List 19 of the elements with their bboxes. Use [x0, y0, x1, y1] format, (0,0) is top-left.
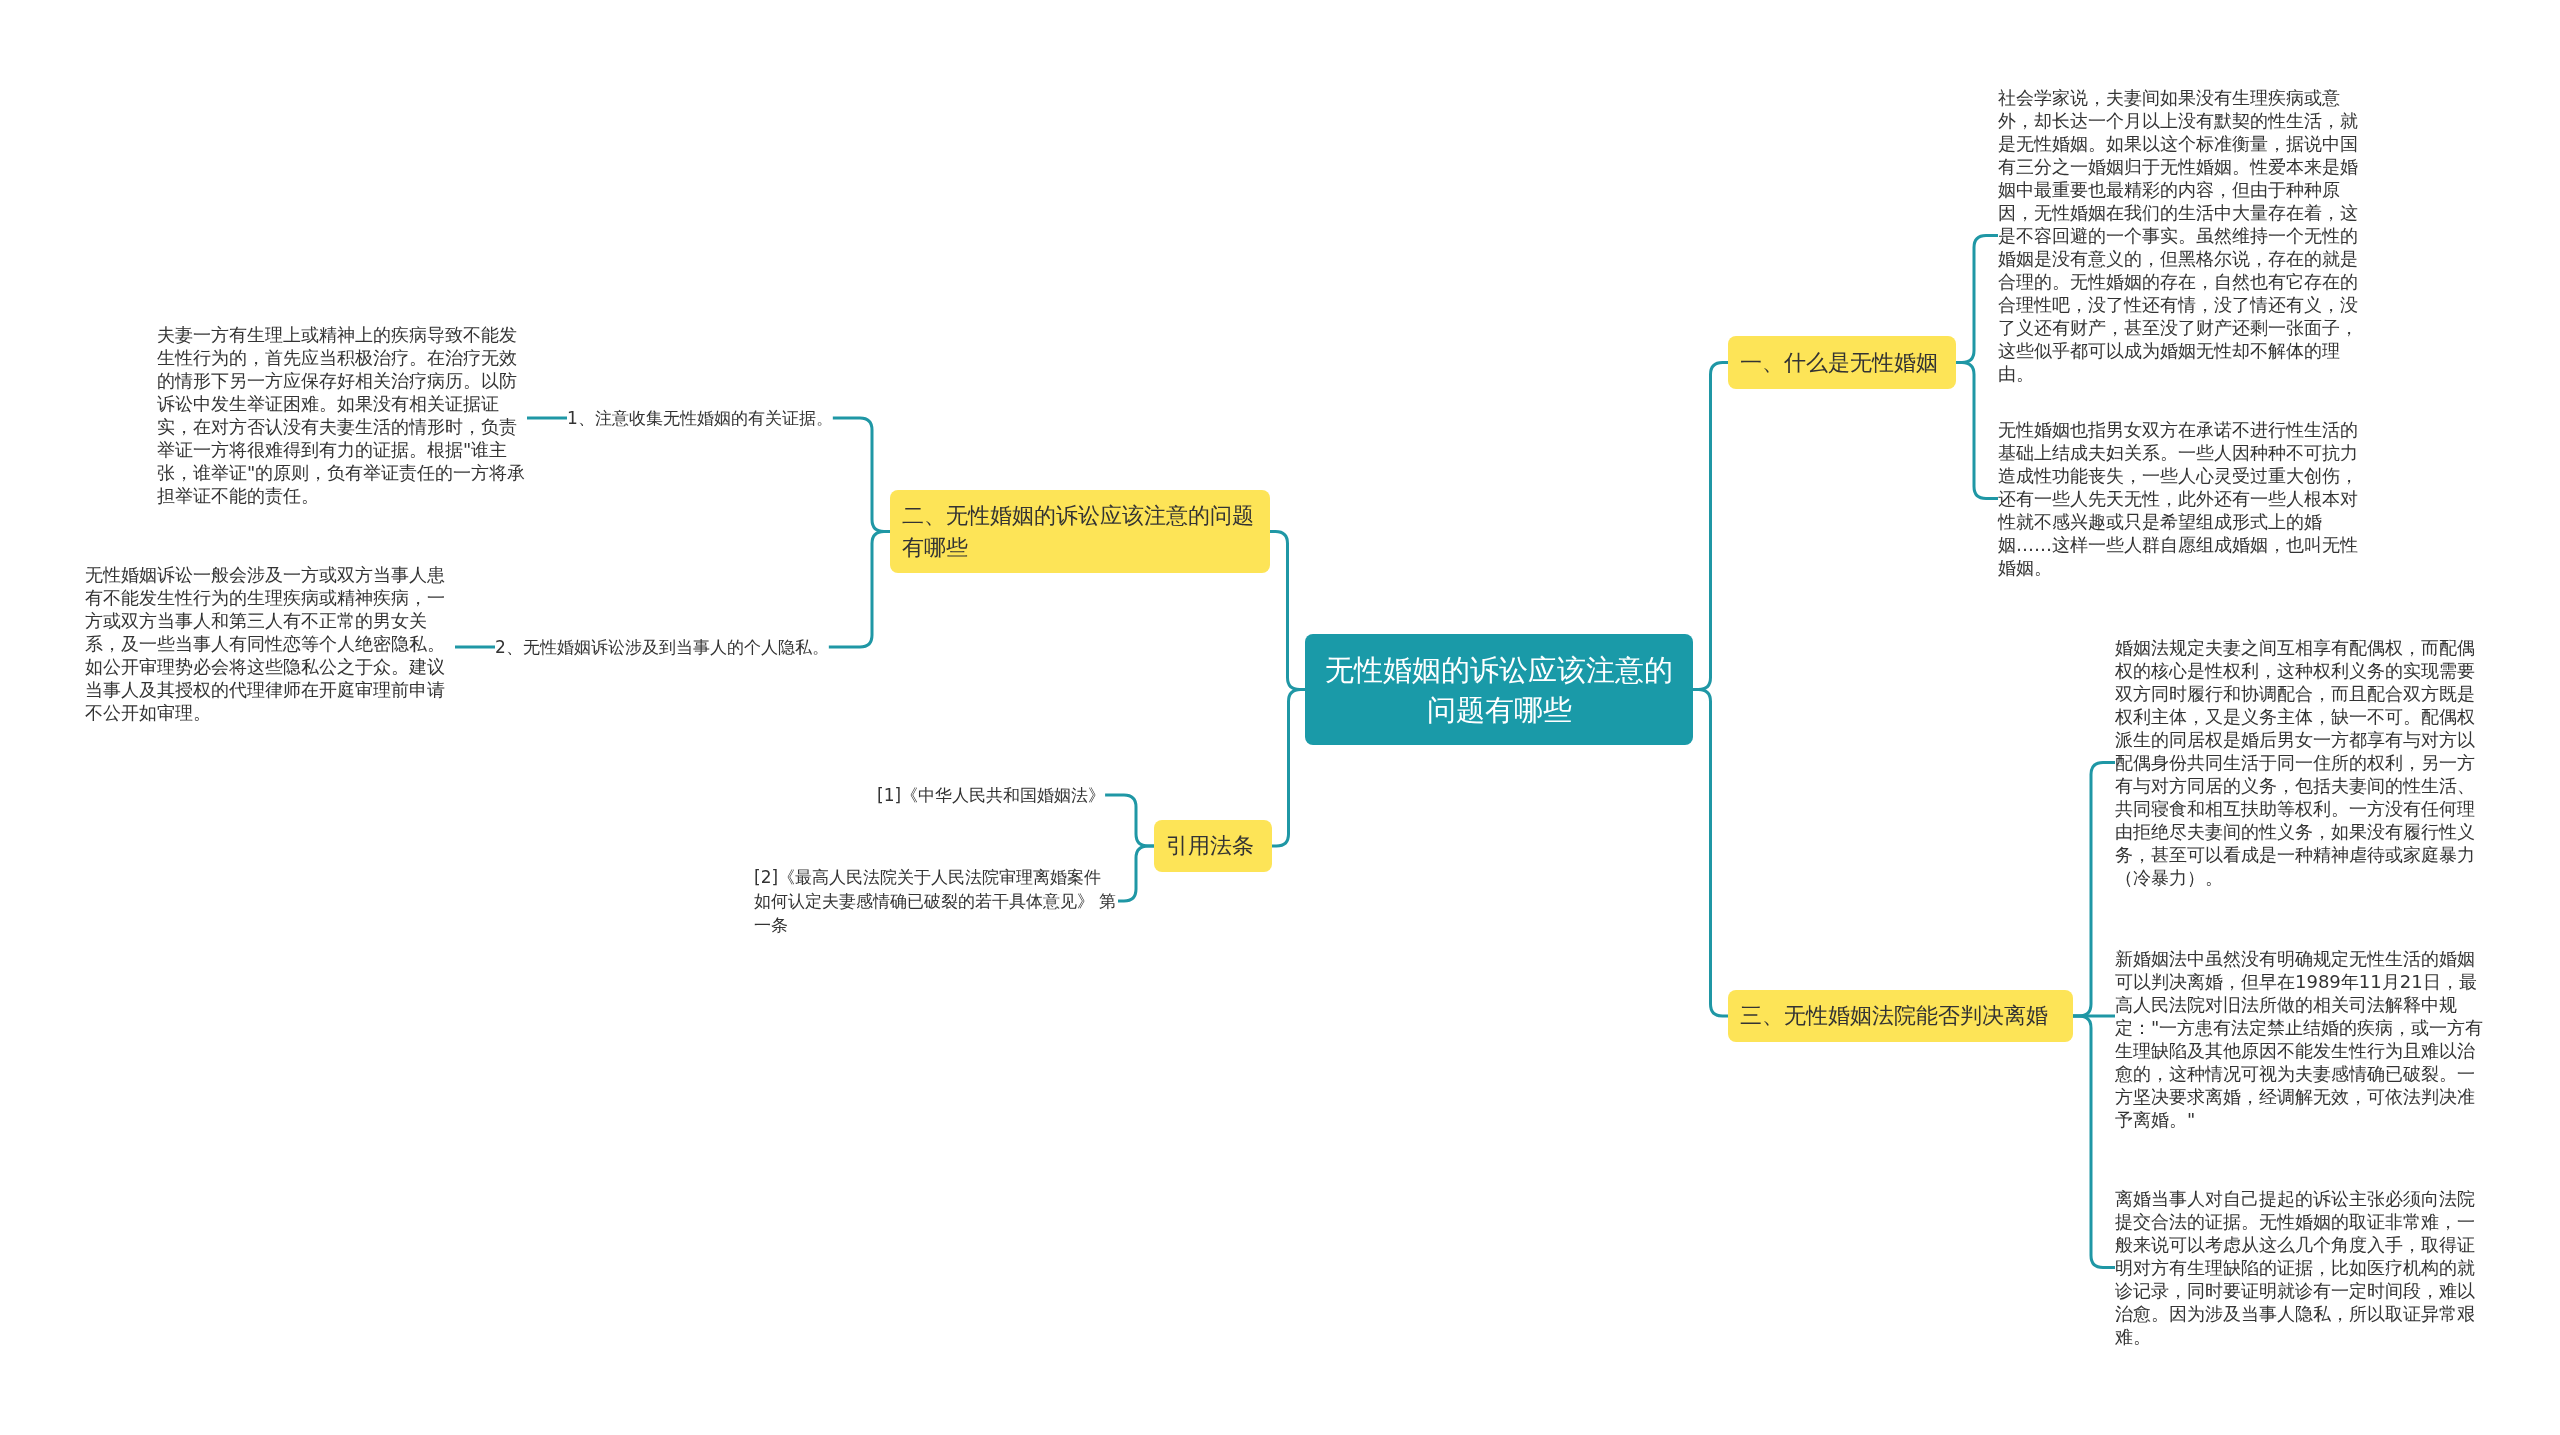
note-text: 夫妻一方有生理上或精神上的疾病导致不能发生性行为的，首先应当积极治疗。在治疗无效的情形下另一方应保存好相关治疗病历。以防诉讼中发生举证困难。如果没有相关证据证实，在对方否认没有夫妻生活的情形时，负责举证一方将很难得到有力的证据。根据"谁主张，谁举证"的原则，负有举证责任的一方将承担举证不能的责任。	[157, 323, 527, 507]
note-text: 社会学家说，夫妻间如果没有生理疾病或意外，却长达一个月以上没有默契的性生活，就是无性婚姻。如果以这个标准衡量，据说中国有三分之一婚姻归于无性婚姻。性爱本来是婚姻中最重要也最精彩的内容，但由于种种原因，无性婚姻在我们的生活中大量存在着，这是不容回避的一个事实。虽然维持一个无性的婚姻是没有意义的，但黑格尔说，存在的就是合理的。无性婚姻的存在，自然也有它存在的合理性吧，没了性还有情，没了情还有义，没了义还有财产，甚至没了财产还剩一张面子，这些似乎都可以成为婚姻无性却不解体的理由。	[1998, 86, 2370, 385]
subtopic-text: 2、无性婚姻诉讼涉及到当事人的个人隐私。	[495, 634, 829, 660]
note-text: 无性婚姻也指男女双方在承诺不进行性生活的基础上结成夫妇关系。一些人因种种不可抗力造成性功能丧失，一些人心灵受过重大创伤，还有一些人先天无性，此外还有一些人根本对性就不感兴趣或只是希望组成形式上的婚姻……这样一些人群自愿组成婚姻，也叫无性婚姻。	[1998, 418, 2370, 579]
topic-box: 三、无性婚姻法院能否判决离婚	[1728, 990, 2073, 1042]
central-topic-box: 无性婚姻的诉讼应该注意的问题有哪些	[1305, 634, 1693, 745]
topic-box: 引用法条	[1154, 820, 1272, 872]
note-text: 婚姻法规定夫妻之间互相享有配偶权，而配偶权的核心是性权利，这种权利义务的实现需要双方同时履行和协调配合，而且配合双方既是权利主体，又是义务主体，缺一不可。配偶权派生的同居权是婚后男女一方都享有与对方以配偶身份共同生活于同一住所的权利，另一方有与对方同居的义务，包括夫妻间的性生活、共同寝食和相互扶助等权利。一方没有任何理由拒绝尽夫妻间的性义务，如果没有履行性义务，甚至可以看成是一种精神虐待或家庭暴力（冷暴力）。	[2115, 636, 2485, 889]
connector-line	[527, 416, 567, 420]
connector-line	[455, 645, 495, 649]
reference-text: [2]《最高人民法院关于人民法院审理离婚案件如何认定夫妻感情确已破裂的若干具体意见》 第一条	[754, 865, 1118, 937]
subtopic-text: [1]《中华人民共和国婚姻法》	[877, 782, 1106, 808]
note-text: 无性婚姻诉讼一般会涉及一方或双方当事人患有不能发生性行为的生理疾病或精神疾病，一方或双方当事人和第三人有不正常的男女关系，及一些当事人有同性恋等个人绝密隐私。如公开审理势必会将这些隐私公之于众。建议当事人及其授权的代理律师在开庭审理前申请不公开如审理。	[85, 563, 455, 724]
topic-box: 一、什么是无性婚姻	[1728, 336, 1956, 389]
subtopic-text: 1、注意收集无性婚姻的有关证据。	[567, 405, 833, 431]
connector-line	[828, 530, 890, 649]
note-text: 新婚姻法中虽然没有明确规定无性生活的婚姻可以判决离婚，但早在1989年11月21日，最高人民法院对旧法所做的相关司法解释中规定："一方患有法定禁止结婚的疾病，或一方有生理缺陷及其他原因不能发生性行为且难以治愈的，这种情况可视为夫妻感情确已破裂。一方坚决要求离婚，经调解无效，可依法判决准予离婚。"	[2115, 947, 2485, 1131]
note-text: 离婚当事人对自己提起的诉讼主张必须向法院提交合法的证据。无性婚姻的取证非常难，一般来说可以考虑从这么几个角度入手，取得证明对方有生理缺陷的证据，比如医疗机构的就诊记录，同时要证明就诊有一定时间段，难以治愈。因为涉及当事人隐私，所以取证异常艰难。	[2115, 1187, 2485, 1348]
topic-box: 二、无性婚姻的诉讼应该注意的问题有哪些	[890, 490, 1270, 573]
